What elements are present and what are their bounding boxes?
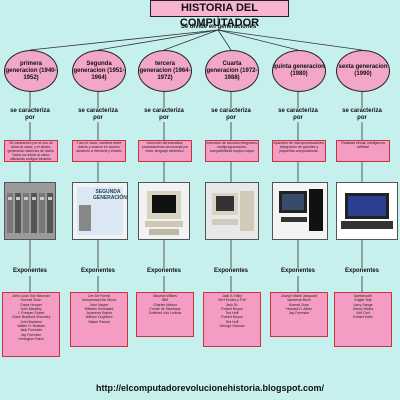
exponent-name: Ted Hoff xyxy=(225,311,239,316)
exponent-name: Blaise Pascal xyxy=(88,319,110,324)
exponent-name: remington Rand xyxy=(18,336,44,341)
computer-illustration xyxy=(5,183,55,239)
exponent-name: Conde de Stanhope xyxy=(149,306,181,311)
connector-line xyxy=(163,29,219,51)
exponent-name: Larry Sange xyxy=(353,302,373,307)
exponent-name: Charles Malnor xyxy=(153,302,177,307)
generation-node: primera generacion (1940-1952) xyxy=(4,50,58,92)
generation-node: Cuarta generacion (1972-1988) xyxy=(205,50,259,92)
exponent-name: John Louis Von Neuman xyxy=(11,294,51,298)
generation-description: Realidad virtual, inteligencia artificia… xyxy=(336,140,390,162)
characterize-label: se caracteriza por xyxy=(144,108,184,121)
exponent-name: Jay Forrester xyxy=(288,311,310,316)
exponent-name: Jimmy Wales xyxy=(352,306,374,311)
exponent-name: Edgier Dijk xyxy=(354,298,372,303)
generation-description: Tuvo el vacío, cambios entre dátolo y av… xyxy=(72,140,126,162)
connector-line xyxy=(217,29,363,51)
exponent-name: IBM xyxy=(161,298,169,303)
diagram-subtitle: Se divide en generaciones xyxy=(180,24,257,30)
generation-photo xyxy=(138,182,190,240)
generation-photo xyxy=(205,182,259,240)
exponent-name: Claire Bradford Shockley xyxy=(11,315,51,320)
connector-line xyxy=(29,29,219,51)
generation-photo xyxy=(272,182,328,240)
exponent-name: Robert Noyce xyxy=(221,315,243,320)
generation-description: Aparición de microprocesadores, integrac… xyxy=(272,140,326,162)
diagram-title: HISTORIA DEL COMPUTADOR xyxy=(150,0,289,29)
generation-node: tercera generacion (1964-1972) xyxy=(138,50,192,92)
connector-line xyxy=(217,29,299,51)
exponent-name: John Bardeen xyxy=(20,319,42,324)
exponent-name: Darthmouth xyxy=(353,294,373,298)
exponents-label: Exponentes xyxy=(80,268,115,274)
exponent-name: Vint Cerf xyxy=(356,311,370,316)
exponent-name: George Gamow xyxy=(219,324,245,329)
exponents-label: Exponentes xyxy=(12,268,47,274)
exponent-name: Jay Forrester xyxy=(20,332,42,337)
computer-illustration xyxy=(273,183,327,239)
exponent-name: Robert Noyce xyxy=(221,306,243,311)
exponents-label: Exponentes xyxy=(344,268,379,274)
exponent-name: Vannevar Bush xyxy=(287,298,311,303)
computer-illustration xyxy=(139,183,189,239)
generation-photo xyxy=(336,182,398,240)
generation-description: Se caracterizó por el uso de tubos al va… xyxy=(4,140,58,162)
exponent-name: Ted Hoff xyxy=(225,319,239,324)
computer-illustration xyxy=(337,183,397,239)
exponent-name: Jack S. Kilby xyxy=(221,294,243,298)
generation-photo: SEGUNDA GENERACIÓN xyxy=(72,182,128,240)
photo-caption: SEGUNDA GENERACIÓN xyxy=(93,189,127,201)
exponent-name: Jack St. xyxy=(225,302,239,307)
exponent-name: Johannes Kepler xyxy=(85,311,113,316)
exponent-name: Jack Forrester xyxy=(19,328,43,333)
exponent-name: Konrad Zuse xyxy=(20,298,42,303)
exponent-name: Muhammad Ibn Musa xyxy=(82,298,116,303)
exponent-name: J. Presper Eckert xyxy=(17,311,45,316)
exponent-name: William Oughtred xyxy=(85,315,113,320)
exponent-name: Howard H. Aiken xyxy=(285,306,313,311)
generation-node: Segunda generacion (1951-1964) xyxy=(72,50,126,92)
exponent-name: W.H Eccles y F.W xyxy=(218,298,246,303)
exponent-name: Wilhelm Schickard xyxy=(84,306,114,311)
exponent-name: Lee De Forest xyxy=(87,294,111,298)
characterize-label: se caracteriza por xyxy=(278,108,318,121)
generation-node: quinta generacion (1980) xyxy=(272,50,326,92)
characterize-label: se caracteriza por xyxy=(78,108,118,121)
exponent-name: Gottfried Von Leibniz xyxy=(148,311,182,316)
exponents-label: Exponentes xyxy=(146,268,181,274)
generation-description: Invención del transistor, procesamiento … xyxy=(138,140,192,162)
exponents-label: Exponentes xyxy=(280,268,315,274)
generation-description: Invención de circuitos integrados, multi… xyxy=(205,140,259,162)
exponent-name: Walter H. Brattain xyxy=(17,324,45,329)
exponent-name: Konrad Zuse xyxy=(288,302,310,307)
computer-illustration xyxy=(206,183,258,239)
connector-line xyxy=(217,29,232,51)
source-url[interactable]: http://elcomputadorevolucionehistoria.bl… xyxy=(95,383,324,393)
characterize-label: se caracteriza por xyxy=(342,108,382,121)
exponent-name: Robert Kahn xyxy=(353,315,373,320)
characterize-label: se caracteriza por xyxy=(211,108,251,121)
exponent-name: Grace Hooper xyxy=(20,302,42,307)
characterize-label: se caracteriza por xyxy=(10,108,50,121)
exponent-name: John Napier xyxy=(89,302,109,307)
exponent-name: Joseph Marie Jacquard xyxy=(280,294,318,298)
generation-photo xyxy=(4,182,56,240)
computer-illustration xyxy=(73,183,127,239)
exponents-label: Exponentes xyxy=(213,268,248,274)
exponent-name: John Mauchly xyxy=(20,306,42,311)
connector-line xyxy=(97,29,219,51)
exponent-name: Maurice Wilkes xyxy=(153,294,177,298)
generation-node: sexta generacion (1990) xyxy=(336,50,390,92)
